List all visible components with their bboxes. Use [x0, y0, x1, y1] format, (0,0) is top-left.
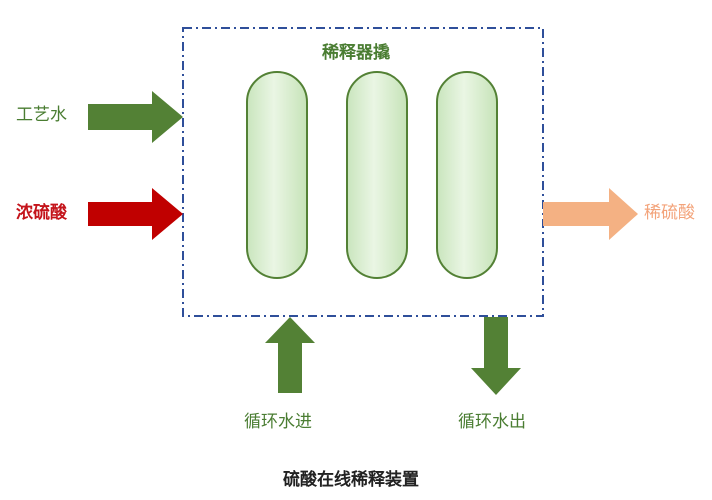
conc-acid-label: 浓硫酸	[16, 203, 67, 223]
cooling-out-label: 循环水出	[458, 412, 526, 432]
figure-caption: 硫酸在线稀释装置	[283, 470, 419, 490]
process-water-label: 工艺水	[16, 105, 67, 125]
process-water-arrow	[88, 91, 183, 143]
dilute-acid-arrow	[543, 188, 638, 240]
vessel-2	[346, 71, 408, 279]
cooling-out-arrow	[471, 317, 521, 395]
vessel-3	[436, 71, 498, 279]
cooling-in-arrow	[265, 317, 315, 393]
vessel-1	[246, 71, 308, 279]
dilute-acid-label: 稀硫酸	[644, 203, 695, 223]
conc-acid-arrow	[88, 188, 183, 240]
skid-title: 稀释器撬	[322, 43, 390, 63]
cooling-in-label: 循环水进	[244, 412, 312, 432]
skid-frame	[182, 27, 544, 317]
